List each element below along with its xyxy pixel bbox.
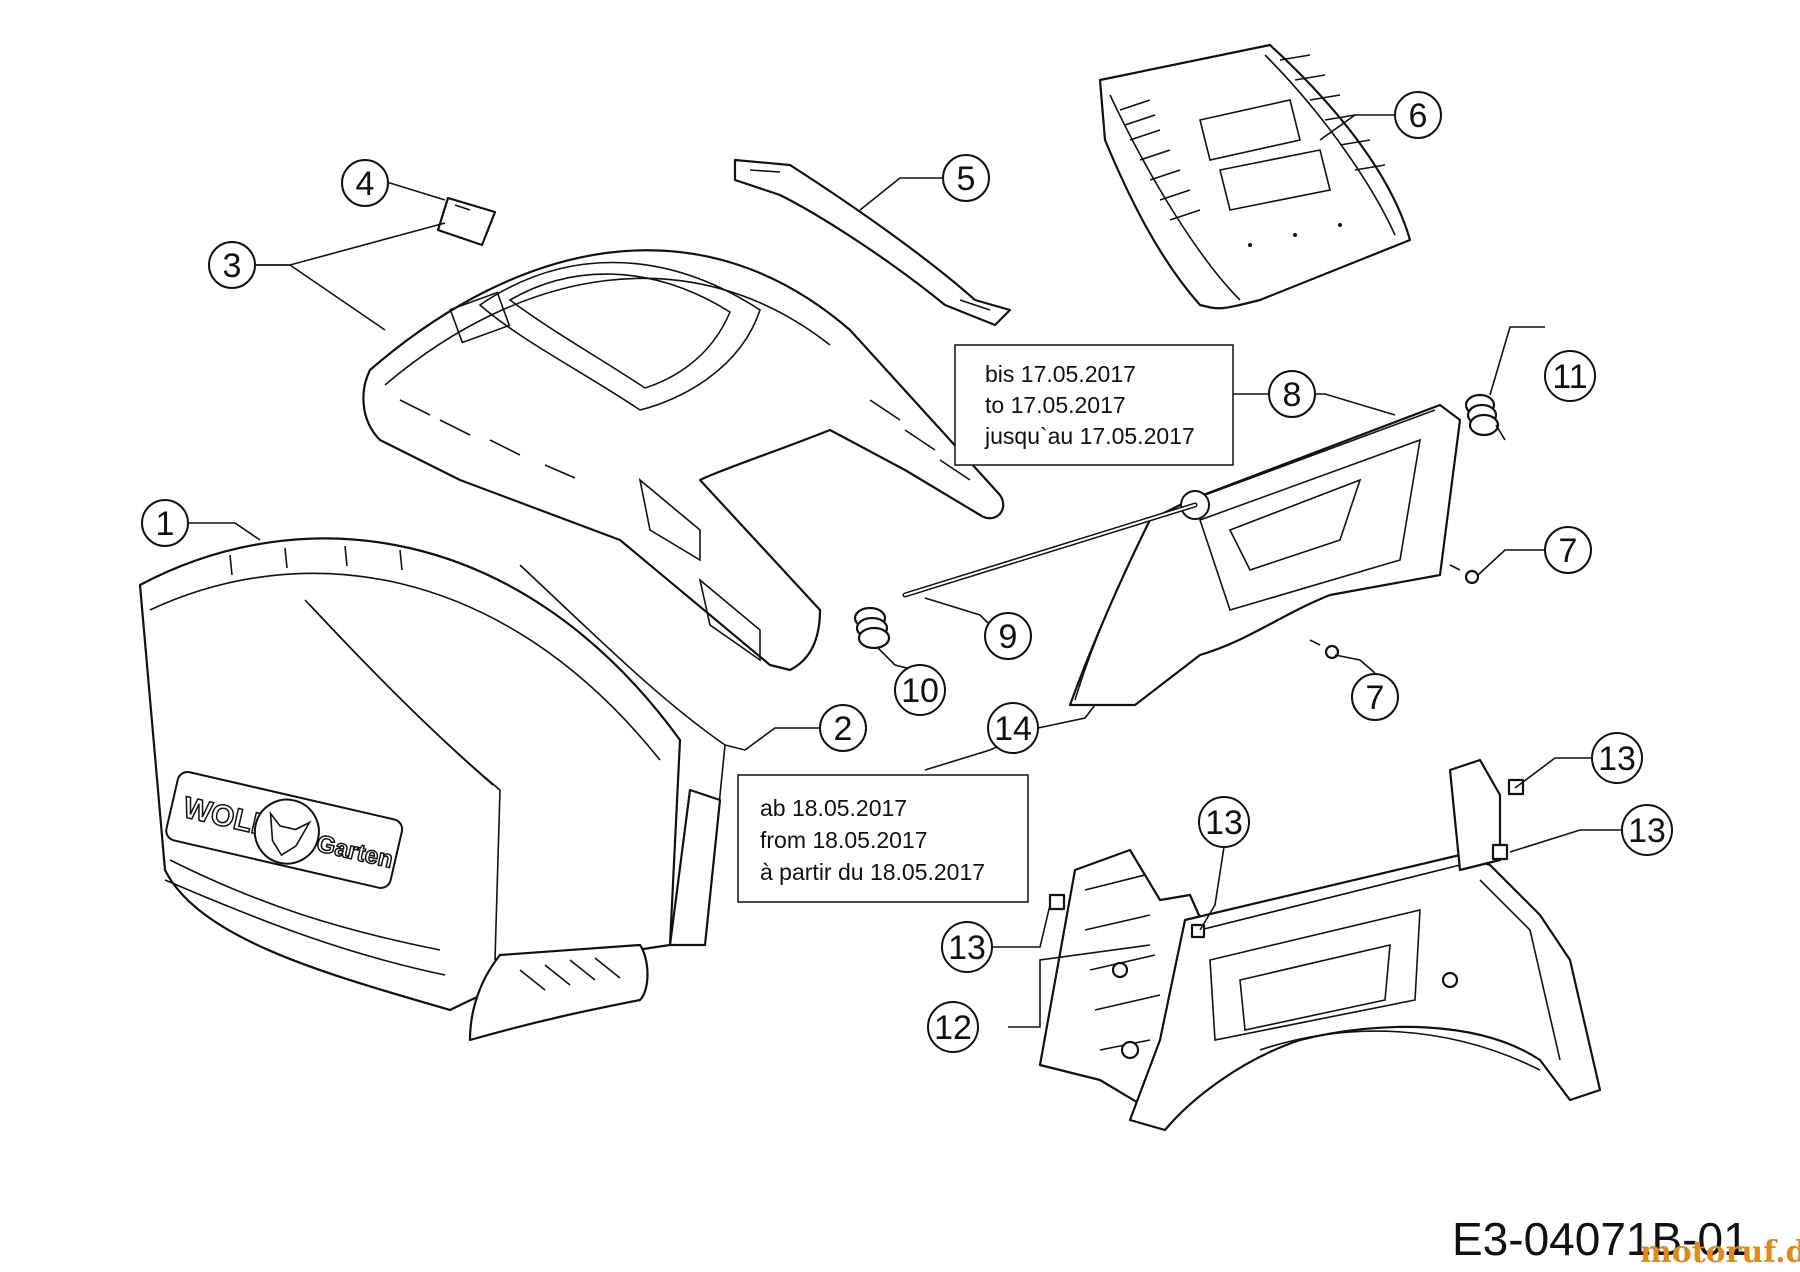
callout-6: 6 (1394, 91, 1442, 139)
part-clip-d (1491, 843, 1509, 861)
svg-text:14: 14 (994, 710, 1032, 748)
svg-text:11: 11 (1552, 358, 1587, 396)
svg-text:8: 8 (1283, 376, 1302, 414)
part-screw-upper (1449, 564, 1480, 585)
part-chassis (1038, 758, 1602, 1132)
part-clip-a (1048, 893, 1066, 911)
note-until-line-1: bis 17.05.2017 (985, 361, 1136, 387)
svg-text:13: 13 (1628, 812, 1666, 850)
part-flap-assembly (1068, 403, 1462, 707)
callout-5: 5 (942, 154, 990, 202)
callout-8: 8 (1268, 370, 1316, 418)
note-valid-until: bis 17.05.2017 to 17.05.2017 jusqu`au 17… (954, 344, 1234, 466)
callout-14: 14 (987, 702, 1039, 754)
part-spring-left (853, 606, 891, 650)
part-spring-right (1464, 393, 1506, 441)
callout-3: 3 (208, 241, 256, 289)
wolf-garten-logo: WOLF Garten (165, 770, 404, 889)
callout-1: 1 (141, 499, 189, 547)
part-handle (733, 158, 1012, 327)
callout-4: 4 (341, 159, 389, 207)
svg-text:13: 13 (948, 929, 986, 967)
svg-text:6: 6 (1409, 97, 1428, 135)
note-until-line-3: jusqu`au 17.05.2017 (984, 423, 1195, 449)
svg-text:13: 13 (1598, 740, 1636, 778)
callout-13-upper-right: 13 (1591, 732, 1643, 784)
callout-12: 12 (927, 1001, 979, 1053)
callout-2: 2 (819, 704, 867, 752)
callout-13-left: 13 (941, 921, 993, 973)
part-grass-bag: WOLF Garten (138, 537, 726, 1042)
part-flap (436, 196, 497, 247)
part-rear-cover (362, 249, 1005, 672)
svg-text:10: 10 (901, 672, 939, 710)
part-wire-clip (724, 744, 746, 751)
svg-text:5: 5 (957, 160, 976, 198)
drawing-code: E3-04071B-01 (1452, 1213, 1749, 1265)
svg-text:13: 13 (1205, 804, 1243, 842)
svg-text:12: 12 (934, 1009, 972, 1047)
note-valid-from: ab 18.05.2017 from 18.05.2017 à partir d… (737, 774, 1029, 903)
callout-9: 9 (984, 612, 1032, 660)
callout-bubbles: 1 2 3 4 5 6 7 7 8 9 10 11 12 13 13 13 13… (141, 91, 1673, 1053)
svg-text:2: 2 (834, 710, 853, 748)
callout-13-center: 13 (1198, 796, 1250, 848)
callout-10: 10 (894, 664, 946, 716)
part-screw-lower (1309, 639, 1340, 660)
svg-text:4: 4 (356, 165, 375, 203)
svg-text:1: 1 (156, 505, 175, 543)
note-until-line-2: to 17.05.2017 (985, 392, 1126, 418)
svg-text:9: 9 (999, 618, 1018, 656)
part-grille-cover (1098, 43, 1412, 310)
callout-13-lower-right: 13 (1621, 804, 1673, 856)
callout-11: 11 (1544, 350, 1596, 402)
svg-text:3: 3 (223, 247, 242, 285)
callout-7-upper: 7 (1544, 526, 1592, 574)
note-from-line-3: à partir du 18.05.2017 (760, 859, 985, 885)
svg-text:7: 7 (1559, 532, 1578, 570)
svg-text:7: 7 (1366, 679, 1385, 717)
callout-7-lower: 7 (1351, 673, 1399, 721)
watermark: motoruf.de (1640, 1235, 1800, 1270)
note-from-line-2: from 18.05.2017 (760, 827, 928, 853)
note-from-line-1: ab 18.05.2017 (760, 795, 907, 821)
